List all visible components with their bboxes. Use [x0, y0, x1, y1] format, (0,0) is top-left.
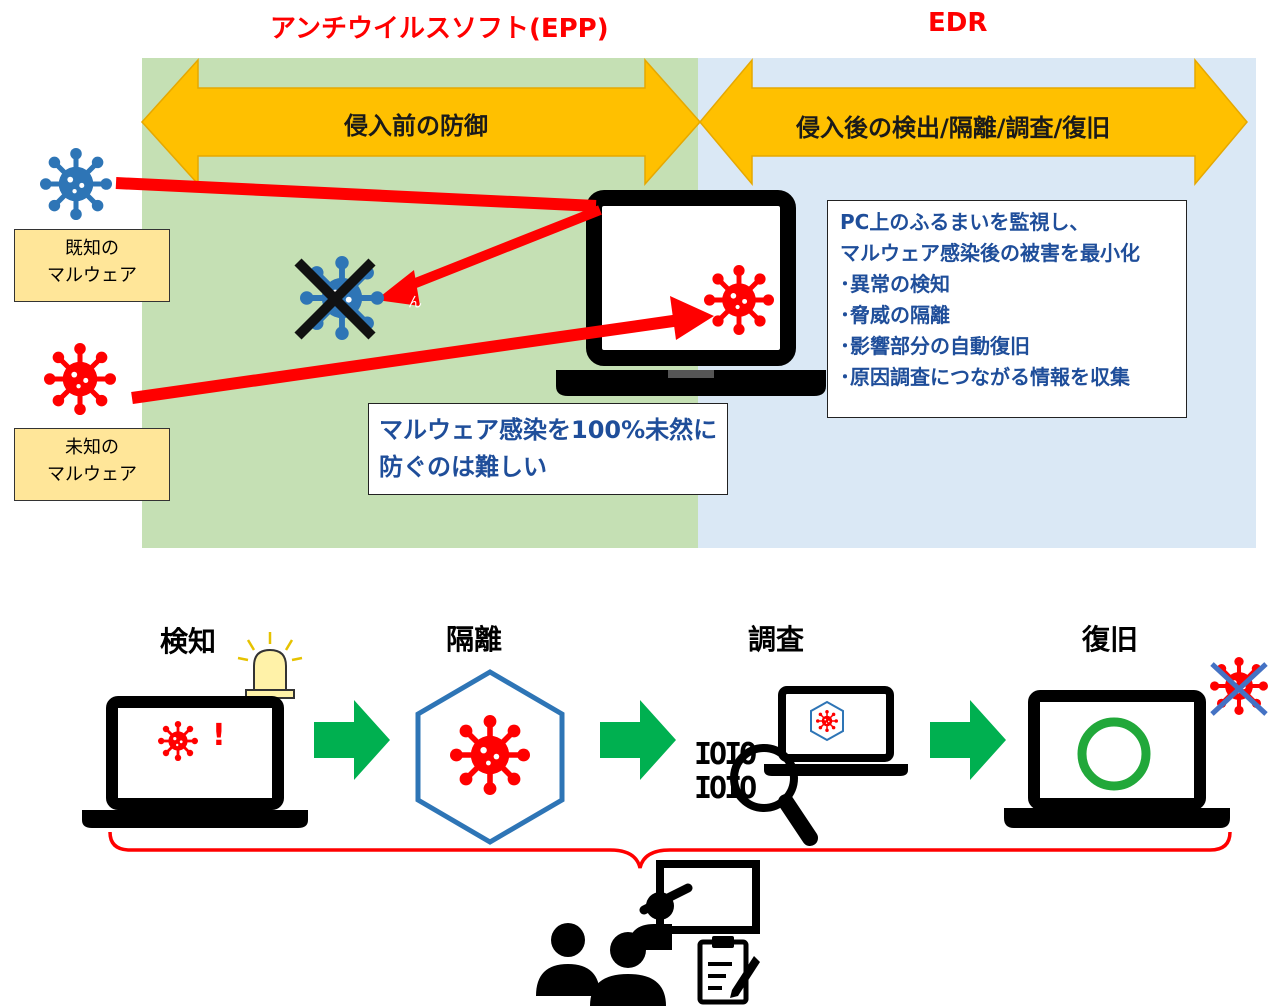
edr-arrow-label: 侵入後の検出/隔離/調査/復旧: [796, 114, 1111, 142]
virus-icon: [816, 710, 838, 732]
edr-double-arrow: [699, 57, 1248, 187]
edr-info-line: ･脅威の隔離: [840, 303, 950, 327]
edr-info-line: ･原因調査につながる情報を収集: [840, 365, 1130, 389]
edr-info-box: PC上のふるまいを監視し、 マルウェア感染後の被害を最小化 ･異常の検知 ･脅威…: [827, 200, 1187, 418]
epp-heading: アンチウイルスソフト(EPP): [270, 14, 609, 44]
unknown-malware-line2: マルウェア: [47, 464, 137, 485]
virus-icon: [44, 340, 116, 418]
alert-mark: !: [212, 718, 226, 753]
presentation-people-icon: [536, 860, 760, 1006]
laptop-icon: [1004, 690, 1230, 828]
virus-icon: [450, 712, 530, 798]
virus-icon: [158, 720, 198, 762]
edr-info-line: マルウェア感染後の被害を最小化: [840, 241, 1140, 265]
unknown-malware-label: 未知の マルウェア: [14, 428, 170, 501]
known-malware-label: 既知の マルウェア: [14, 229, 170, 302]
step-label-isolate: 隔離: [446, 623, 503, 656]
virus-icon: [40, 146, 112, 222]
step-label-recover: 復旧: [1082, 623, 1139, 656]
alarm-light-icon: [237, 632, 303, 699]
known-malware-line2: マルウェア: [47, 265, 137, 286]
edr-info-line: PC上のふるまいを監視し、: [840, 210, 1090, 234]
laptop-icon: [764, 686, 908, 776]
cross-mark-icon: [1210, 662, 1268, 716]
step-arrow-icon: [600, 700, 676, 780]
step-arrow-icon: [930, 700, 1006, 780]
stray-mark: ん: [408, 295, 422, 311]
clipboard-icon: [697, 936, 760, 1005]
edr-heading: EDR: [928, 8, 988, 38]
known-malware-line: [115, 177, 714, 404]
edr-info-line: ･異常の検知: [840, 272, 950, 296]
step-label-investigate: 調査: [748, 623, 805, 656]
unknown-malware-line1: 未知の: [65, 437, 119, 458]
epp-arrow-label: 侵入前の防御: [344, 112, 488, 140]
laptop-icon: [82, 696, 308, 828]
brace-line: [108, 831, 1232, 869]
infection-note-box: マルウェア感染を100%未然に 防ぐのは難しい: [368, 403, 728, 495]
cross-mark-icon: [294, 258, 376, 340]
infection-note-line: マルウェア感染を100%未然に: [379, 416, 718, 444]
step-label-detect: 検知: [160, 625, 217, 658]
edr-info-line: ･影響部分の自動復旧: [840, 334, 1030, 358]
step-arrow-icon: [314, 700, 390, 780]
circle-check-icon: [1077, 717, 1151, 791]
magnifier-icon: [730, 744, 818, 846]
known-malware-line1: 既知の: [65, 238, 119, 259]
infection-note-line: 防ぐのは難しい: [379, 453, 547, 481]
